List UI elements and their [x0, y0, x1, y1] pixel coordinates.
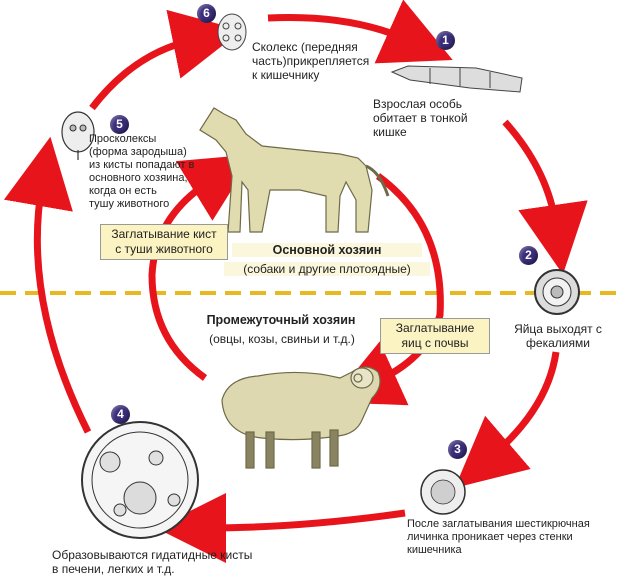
intermediate-host-title: Промежуточный хозяин: [206, 313, 356, 327]
definitive-host-subtitle: (собаки и другие плотоядные): [224, 262, 430, 276]
egg-illustration: [534, 269, 580, 315]
stage-6-text: Сколекс (передняя часть)прикрепляется к …: [252, 40, 370, 82]
protoscolex-illustration: [61, 111, 95, 160]
stage-badge: 2: [519, 246, 538, 265]
egg-ingestion-box: Заглатывание яиц с почвы: [380, 318, 490, 354]
scolex-illustration: [217, 13, 247, 51]
arrow-sheep-to-dog: [148, 154, 254, 381]
intermediate-host-subtitle: (овцы, козы, свиньи и т.д.): [209, 332, 355, 346]
stage-badge: 4: [111, 405, 130, 424]
arrow-4-to-5: [3, 136, 92, 434]
hydatid-cyst-illustration: [81, 421, 199, 539]
arrow-1-to-2: [502, 119, 588, 275]
arrow-3-to-4: [156, 492, 406, 563]
stage-badge: 1: [436, 31, 455, 50]
arrow-6-to-1: [267, 0, 453, 64]
stage-badge: 3: [448, 440, 467, 459]
oncosphere-illustration: [420, 469, 466, 515]
arrow-5-to-6: [89, 9, 243, 111]
stage-5-text: Просколексы (форма зародыша) из кисты по…: [89, 133, 195, 210]
arrow-2-to-3: [454, 351, 560, 488]
stage-1-text: Взрослая особь обитает в тонкой кишке: [373, 97, 468, 139]
stage-4-text: Образовываются гидатидные кисты в печени…: [52, 548, 253, 576]
stage-badge: 6: [197, 4, 216, 23]
definitive-host-title: Основной хозяин: [232, 243, 422, 257]
stage-2-text: Яйца выходят с фекалиями: [514, 322, 602, 350]
adult-worm-illustration: [390, 65, 523, 93]
arrow-dog-to-sheep: [330, 173, 444, 406]
stage-badge: 5: [110, 115, 129, 134]
stage-3-text: После заглатывания шестикрючная личинка …: [407, 518, 590, 556]
cyst-ingestion-box: Заглатывание кист с туши животного: [100, 224, 228, 260]
sheep-illustration: [221, 366, 381, 469]
dog-illustration: [199, 107, 390, 233]
